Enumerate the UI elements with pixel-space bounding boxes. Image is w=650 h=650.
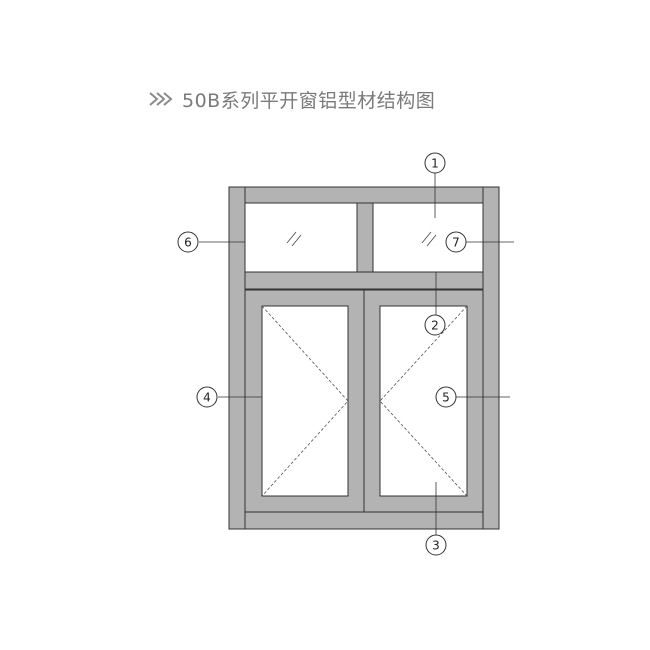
callout-1-label: 1 <box>431 157 439 171</box>
callout-1: 1 <box>424 152 446 174</box>
callout-6: 6 <box>177 231 199 253</box>
callout-7: 7 <box>445 231 467 253</box>
sash-right <box>363 289 484 513</box>
title-text: 50B系列平开窗铝型材结构图 <box>182 89 436 112</box>
callout-3: 3 <box>425 534 447 556</box>
transom-bar <box>244 271 484 290</box>
callout-5-label: 5 <box>442 391 450 405</box>
left-jamb <box>228 186 246 530</box>
frame-head <box>244 186 484 204</box>
callout-3-label: 3 <box>432 539 440 553</box>
leader-lines <box>199 173 514 535</box>
sash-left <box>244 289 365 513</box>
transom-mullion <box>356 202 374 273</box>
callout-7-label: 7 <box>452 236 460 250</box>
callout-4-label: 4 <box>203 391 211 405</box>
diagram-title: 50B系列平开窗铝型材结构图 <box>148 84 435 114</box>
opening-indicators <box>261 305 468 497</box>
right-jamb <box>482 186 500 530</box>
callout-2: 2 <box>424 314 446 336</box>
callout-5: 5 <box>435 386 457 408</box>
double-chevron-right-icon <box>149 92 173 106</box>
callout-2-label: 2 <box>431 319 439 333</box>
fixed-light-left <box>244 202 358 273</box>
callout-4: 4 <box>196 386 218 408</box>
fixed-light-right <box>372 202 484 273</box>
window-frame <box>228 186 500 530</box>
callout-6-label: 6 <box>184 236 192 250</box>
glass-marks <box>286 231 437 247</box>
frame-sill <box>244 511 484 530</box>
